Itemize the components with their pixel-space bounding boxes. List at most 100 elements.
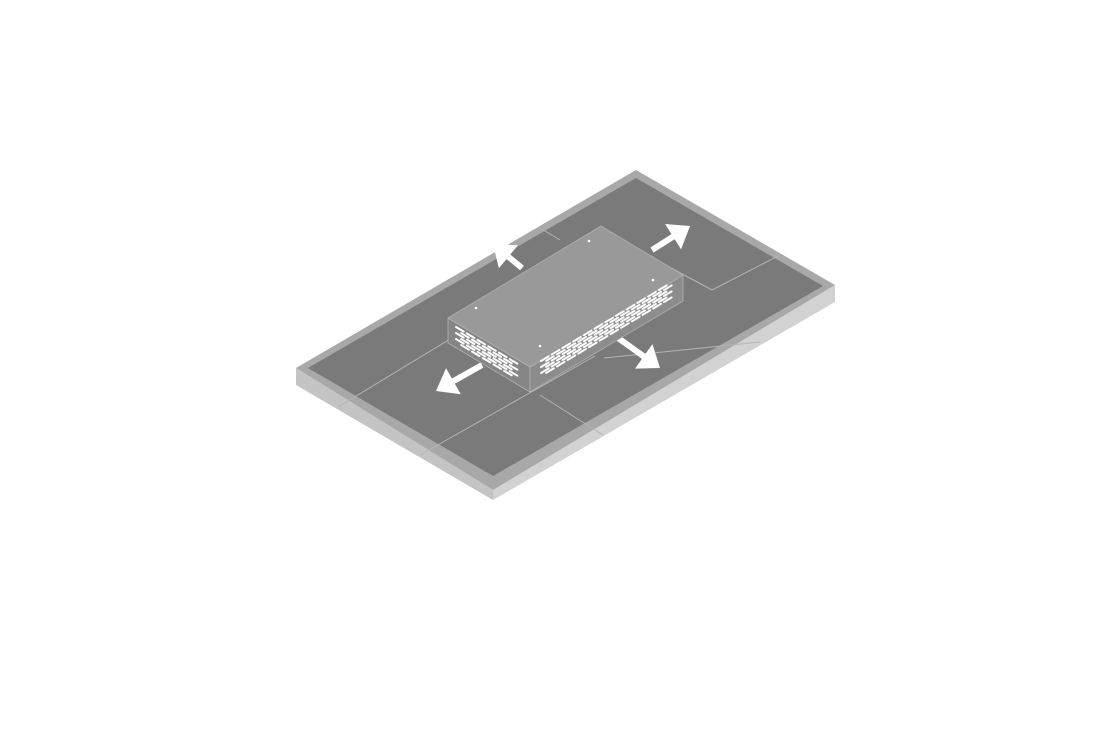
vent-slot bbox=[555, 348, 566, 356]
vent-slot bbox=[598, 335, 609, 342]
screw-dot bbox=[538, 344, 542, 348]
vent-slot bbox=[609, 322, 620, 330]
vent-slot bbox=[636, 309, 647, 317]
vent-slot bbox=[577, 347, 587, 355]
vent-slot bbox=[508, 364, 519, 371]
vent-slot bbox=[566, 354, 577, 362]
vent-slot bbox=[550, 360, 561, 368]
vent-slot bbox=[652, 296, 662, 304]
vent-slot bbox=[630, 303, 641, 311]
vent-slot bbox=[470, 350, 481, 358]
vent-slot bbox=[476, 344, 487, 352]
vent-slot bbox=[460, 332, 470, 339]
vent-slot bbox=[572, 342, 582, 349]
arrow-down-right bbox=[616, 335, 660, 369]
vent-slot bbox=[657, 284, 668, 292]
vent-slot bbox=[465, 338, 476, 346]
vent-slot bbox=[540, 367, 550, 374]
vent-slot bbox=[540, 355, 550, 362]
vent-slot bbox=[657, 290, 668, 298]
vent-slot bbox=[662, 296, 673, 304]
vent-slot bbox=[503, 357, 513, 365]
vent-slot bbox=[647, 290, 657, 298]
vent-slot bbox=[620, 316, 630, 323]
vent-slot bbox=[492, 363, 503, 370]
vent-slot bbox=[476, 350, 487, 358]
vent-slot bbox=[647, 302, 657, 310]
arrow-up-right bbox=[650, 223, 690, 253]
vent-slot bbox=[545, 361, 555, 368]
vent-slot bbox=[561, 354, 572, 362]
vent-slot bbox=[455, 326, 465, 333]
arrow-shape bbox=[650, 223, 690, 253]
vent-slot bbox=[492, 357, 503, 364]
screw-dot bbox=[587, 239, 591, 243]
vent-slot bbox=[620, 322, 630, 329]
vent-slot bbox=[470, 338, 481, 346]
vent-slot bbox=[566, 348, 577, 356]
vent-slot bbox=[604, 328, 614, 336]
vent-slot bbox=[593, 335, 604, 342]
vent-slot bbox=[662, 284, 673, 292]
vent-slot bbox=[609, 328, 620, 336]
vent-slot bbox=[460, 344, 470, 351]
vent-slot bbox=[487, 357, 497, 364]
vent-slot bbox=[550, 348, 561, 356]
vented-box bbox=[447, 225, 684, 393]
seam-line bbox=[539, 227, 561, 241]
vent-slot bbox=[582, 341, 593, 349]
vent-slot bbox=[481, 344, 492, 352]
seam-line bbox=[419, 355, 596, 456]
vent-slot bbox=[508, 370, 519, 377]
vent-slot bbox=[641, 297, 652, 304]
vent-slot bbox=[470, 344, 481, 352]
arrow-up-left bbox=[493, 244, 524, 271]
screw-dot bbox=[651, 278, 655, 282]
box-top bbox=[447, 225, 684, 368]
vent-slot bbox=[545, 367, 555, 374]
arrow-down-left bbox=[436, 362, 484, 395]
vent-slot bbox=[465, 332, 476, 340]
vent-slot bbox=[636, 297, 647, 305]
arrow-shape bbox=[436, 362, 484, 395]
vent-slot bbox=[625, 303, 636, 311]
vent-slot bbox=[641, 309, 652, 316]
seam-line bbox=[539, 394, 604, 436]
vent-slot bbox=[593, 329, 604, 336]
arrows bbox=[436, 223, 690, 395]
vent-slot bbox=[604, 322, 614, 330]
vent-slot bbox=[561, 342, 572, 350]
vent-slot bbox=[604, 316, 614, 324]
vent-slot bbox=[460, 338, 470, 345]
plate-side-left bbox=[296, 368, 493, 500]
vent-slot bbox=[503, 369, 513, 377]
vent-slot bbox=[647, 296, 657, 304]
vent-slot bbox=[641, 303, 652, 310]
vent-slot bbox=[587, 335, 598, 343]
vent-slot bbox=[614, 322, 625, 329]
vent-slot bbox=[630, 315, 641, 323]
vent-slot bbox=[497, 363, 508, 371]
vent-slot bbox=[657, 296, 668, 304]
vent-slot bbox=[476, 338, 487, 346]
seam-line bbox=[711, 254, 781, 291]
vent-slot bbox=[545, 355, 555, 362]
vent-slot bbox=[620, 310, 630, 317]
vent-slot bbox=[636, 303, 647, 311]
vent-slot bbox=[625, 315, 636, 323]
vent-slot bbox=[487, 345, 497, 352]
vent-slot bbox=[555, 360, 566, 368]
vent-slot bbox=[652, 290, 662, 298]
vent-slot bbox=[598, 329, 609, 336]
screw-dot bbox=[474, 306, 478, 310]
vent-slot bbox=[609, 316, 620, 324]
vent-slot bbox=[572, 348, 582, 355]
vent-slot bbox=[614, 310, 625, 317]
vent-slot bbox=[508, 358, 519, 365]
arrow-shape bbox=[493, 244, 524, 271]
vent-slot bbox=[455, 338, 465, 345]
vent-slot bbox=[497, 357, 508, 365]
vent-slot bbox=[540, 361, 550, 368]
vent-slot bbox=[561, 348, 572, 356]
vent-slot bbox=[614, 316, 625, 323]
